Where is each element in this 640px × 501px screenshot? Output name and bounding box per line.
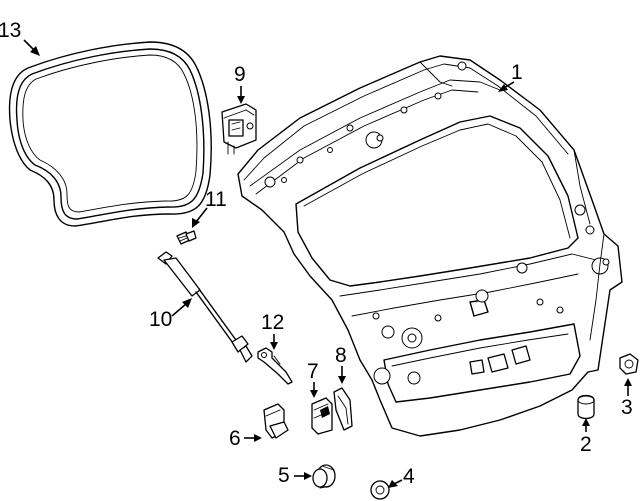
callout-4: 4 <box>388 465 415 488</box>
part-11-bolt <box>176 230 197 245</box>
callout-6-label: 6 <box>229 427 241 450</box>
callout-12-label: 12 <box>261 311 284 334</box>
callout-5: 5 <box>278 464 312 487</box>
callout-10-label: 10 <box>149 308 172 331</box>
part-3-clip <box>619 353 639 375</box>
part-12-hinge-bracket <box>257 347 293 385</box>
callout-9: 9 <box>234 63 246 104</box>
callout-11: 11 <box>192 188 227 228</box>
callout-3-label: 3 <box>621 396 633 419</box>
callout-2-label: 2 <box>580 433 592 456</box>
part-13-weatherstrip <box>8 41 212 227</box>
callout-9-label: 9 <box>234 63 246 86</box>
callout-7: 7 <box>307 360 319 398</box>
part-6-bumper <box>263 403 289 439</box>
callout-5-label: 5 <box>278 464 290 487</box>
part-5-plug <box>312 464 336 489</box>
part-4-grommet <box>370 480 390 500</box>
callout-7-label: 7 <box>307 360 319 383</box>
part-2-cushion <box>577 394 595 420</box>
callout-10: 10 <box>149 298 192 331</box>
part-7-switch <box>311 397 333 435</box>
callout-6: 6 <box>229 427 262 450</box>
callout-13: 13 <box>0 19 40 56</box>
callout-13-label: 13 <box>0 19 21 42</box>
callout-11-label: 11 <box>205 188 227 211</box>
callout-1-label: 1 <box>511 61 523 84</box>
callout-4-label: 4 <box>403 465 415 488</box>
callout-1: 1 <box>498 61 523 92</box>
part-9-lock-actuator <box>221 103 257 155</box>
part-8-trim-strip <box>333 387 353 431</box>
callout-8: 8 <box>335 344 347 384</box>
callout-12: 12 <box>261 311 284 350</box>
callout-3: 3 <box>621 378 633 419</box>
callout-2: 2 <box>580 418 592 456</box>
part-10-lift-strut <box>157 251 253 363</box>
part-1-liftgate <box>237 55 623 437</box>
callout-8-label: 8 <box>335 344 347 367</box>
